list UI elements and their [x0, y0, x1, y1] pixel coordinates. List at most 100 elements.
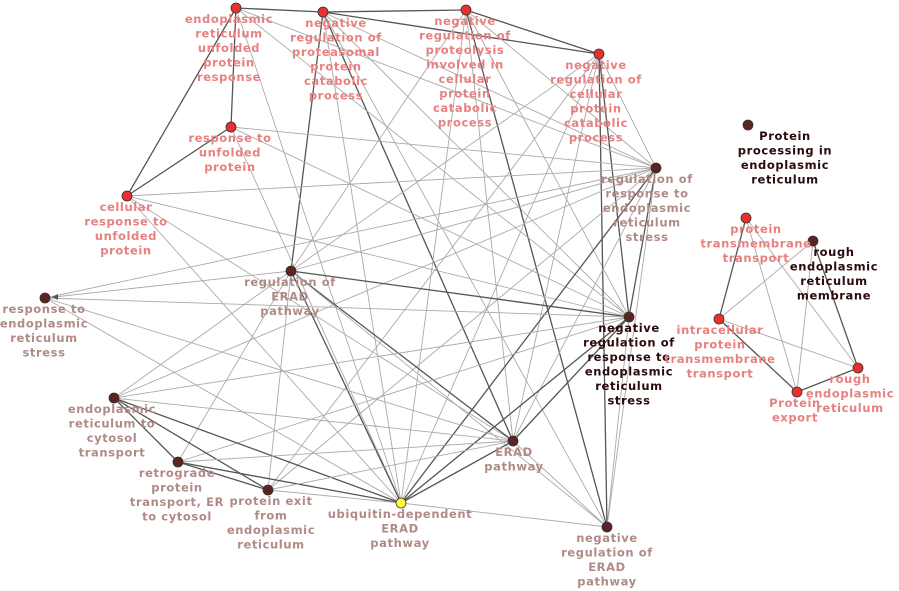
node-tm_transport[interactable] [740, 212, 752, 224]
edge-retrograde-ubq_erad [177, 461, 402, 504]
edge-neg_reg_resp_er-erad [512, 316, 630, 442]
edge-retrograde-exit_er [177, 461, 269, 491]
node-reg_erad[interactable] [285, 265, 297, 277]
edge-neg_proteolysis-neg_reg_resp_er [465, 9, 630, 318]
node-label-line: transport, ER [130, 495, 224, 509]
edge-reg_resp_er-reg_erad [290, 167, 657, 272]
node-cell_resp_unfolded[interactable] [121, 190, 133, 202]
edge-neg_proteasomal-erad [322, 11, 514, 442]
edge-reg_erad-ubq_erad [290, 270, 402, 504]
node-rough_er_membrane[interactable] [807, 235, 819, 247]
node-ubq_erad[interactable] [395, 497, 407, 509]
node-neg_proteasomal[interactable] [317, 6, 329, 18]
edge-arrowhead [52, 294, 58, 300]
node-label-line: reticulum [800, 274, 867, 288]
edge-erad-neg_erad [512, 440, 608, 528]
edge-reg_erad-retrograde [177, 270, 292, 463]
node-er_cytosol[interactable] [108, 392, 120, 404]
edge-exit_er-ubq_erad [267, 489, 402, 504]
node-label-line: catabolic [564, 116, 628, 130]
node-intracell_tm[interactable] [713, 313, 725, 325]
edge-rough_er-protein_export [796, 367, 859, 393]
node-label-line: transmembrane [700, 237, 811, 251]
node-protein_processing[interactable] [742, 119, 754, 131]
edge-neg_proteasomal-ubq_erad [322, 11, 402, 504]
nodes-layer [39, 2, 864, 533]
node-label-line: rough [829, 372, 870, 386]
node-exit_er[interactable] [262, 484, 274, 496]
node-label-line: regulation of [290, 31, 382, 45]
node-label-line: response to [2, 302, 85, 316]
edge-reg_erad-resp_er [44, 270, 292, 299]
node-label-line: response [197, 70, 261, 84]
node-resp_er[interactable] [39, 292, 51, 304]
edge-neg_proteasomal-neg_cell_cat [322, 11, 600, 55]
edge-rough_er_membrane-protein_export [796, 240, 814, 393]
node-label-line: pathway [260, 304, 319, 318]
edge-reg_resp_er-ubq_erad [400, 167, 657, 504]
edges-layer [44, 7, 859, 528]
edge-reg_resp_er-neg_erad [606, 167, 657, 528]
node-erad[interactable] [507, 435, 519, 447]
node-label-line: negative [576, 531, 638, 545]
node-label-line: regulation of [561, 546, 653, 560]
node-label-line: negative [305, 16, 367, 30]
node-label-line: transmembrane [664, 352, 775, 366]
node-neg_erad[interactable] [601, 521, 613, 533]
edge-neg_proteolysis-neg_erad [465, 9, 608, 528]
node-protein_export[interactable] [791, 386, 803, 398]
node-label-line: membrane [797, 289, 871, 303]
edge-reg_resp_er-resp_er [44, 167, 657, 299]
node-label-line: negative [565, 58, 627, 72]
node-label-line: response to [605, 187, 688, 201]
node-label-line: ERAD [381, 522, 419, 536]
node-label-line: negative [434, 14, 496, 28]
node-resp_unfolded[interactable] [225, 121, 237, 133]
node-label-line: protein [100, 244, 151, 258]
node-neg_reg_resp_er[interactable] [623, 311, 635, 323]
node-label-line: cellular [100, 200, 153, 214]
node-label-line: protein exit [229, 494, 312, 508]
edge-neg_reg_resp_er-neg_erad [606, 316, 630, 528]
edge-ubq_erad-erad [400, 440, 514, 504]
node-label-line: intracellular [677, 323, 764, 337]
node-label-line: pathway [577, 575, 636, 589]
edge-reg_resp_er-er_cytosol [113, 167, 657, 399]
edge-neg_proteolysis-reg_resp_er [465, 9, 657, 169]
node-er_upr[interactable] [230, 2, 242, 14]
edge-resp_unfolded-reg_resp_er [230, 126, 657, 169]
node-label-line: unfolded [198, 41, 260, 55]
edge-er_upr-reg_resp_er [235, 7, 657, 169]
node-neg_cell_cat[interactable] [593, 48, 605, 60]
node-retrograde[interactable] [172, 456, 184, 468]
node-label-line: involved in [426, 58, 504, 72]
edge-rough_er_membrane-rough_er [812, 240, 859, 369]
node-label-line: response to [587, 350, 670, 364]
edge-exit_er-erad [267, 440, 514, 491]
edge-reg_erad-erad [290, 270, 514, 442]
node-label-line: reticulum [613, 216, 680, 230]
node-rough_er[interactable] [852, 362, 864, 374]
edge-neg_proteasomal-neg_proteolysis [322, 9, 467, 13]
node-reg_resp_er[interactable] [650, 162, 662, 174]
node-label-line: protein [151, 481, 202, 495]
edge-neg_reg_resp_er-resp_er [44, 297, 630, 318]
node-label-line: endoplasmic [603, 201, 691, 215]
edge-intracell_tm-rough_er [718, 318, 859, 369]
node-neg_proteolysis[interactable] [460, 4, 472, 16]
edge-neg_proteolysis-erad [465, 9, 514, 442]
edge-neg_proteolysis-neg_cell_cat [465, 9, 600, 55]
edge-neg_cell_cat-reg_resp_er [598, 53, 657, 169]
node-label-line: catabolic [433, 101, 497, 115]
